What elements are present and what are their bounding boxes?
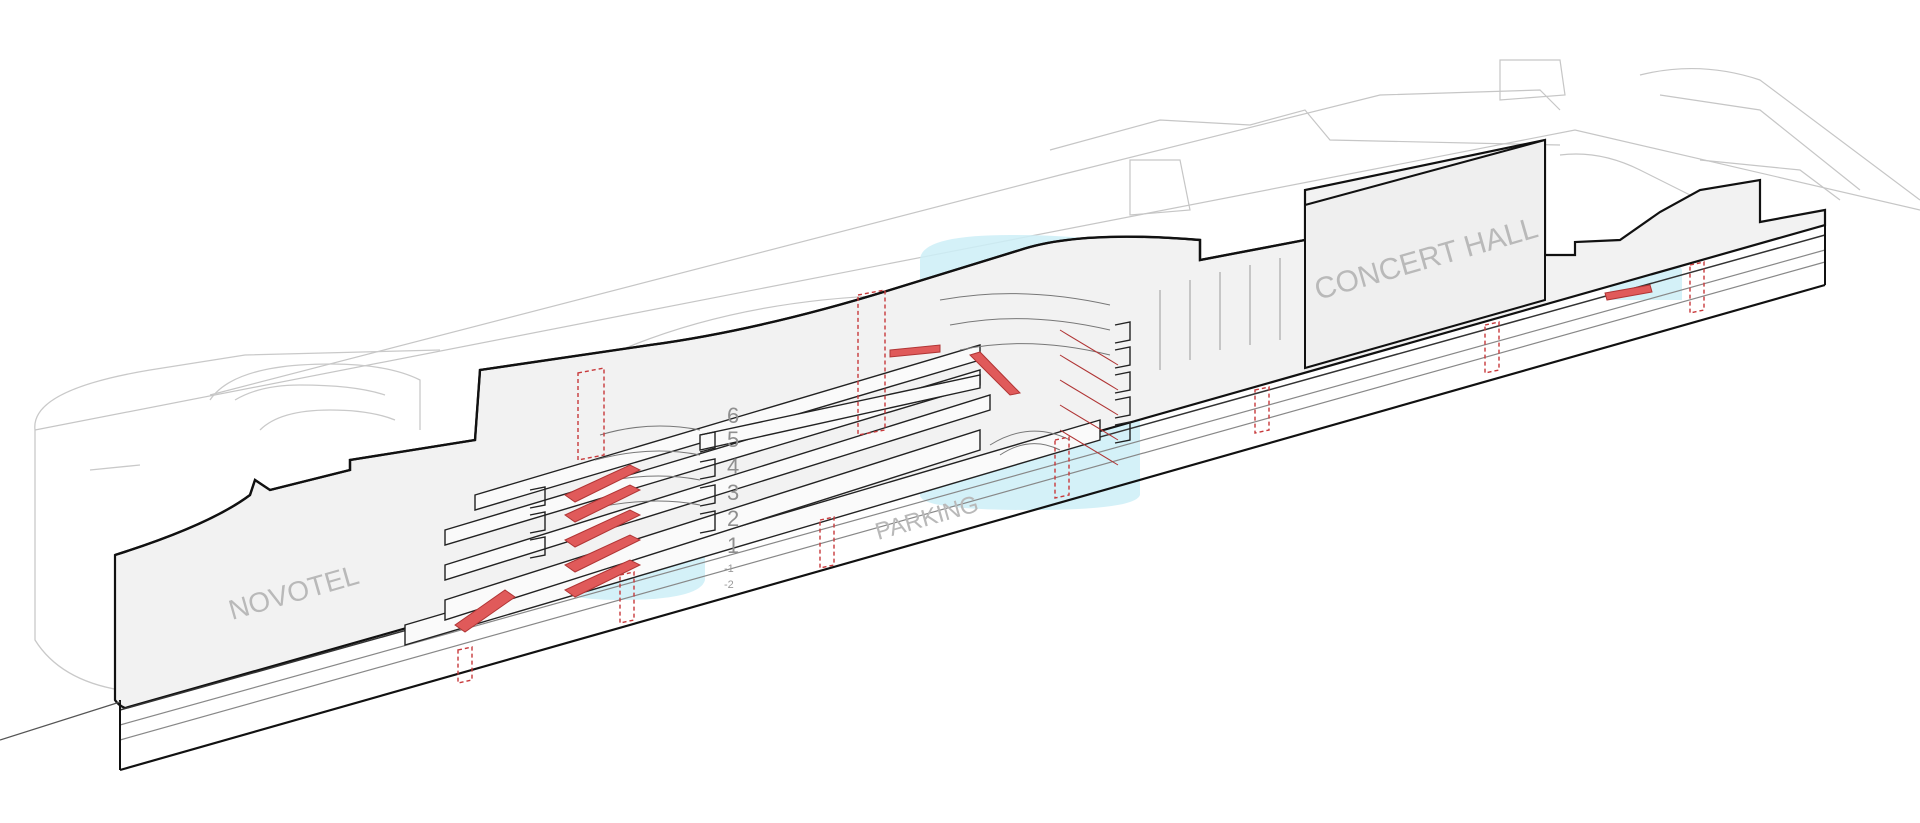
escalators <box>454 284 1653 633</box>
floor-number-minus-2: -2 <box>724 579 734 591</box>
floor-number-1: 1 <box>727 533 739 558</box>
novotel-volume <box>34 349 441 691</box>
roof-outlines <box>34 59 1920 431</box>
floor-number-6: 6 <box>727 403 739 428</box>
floor-numbers: 6 5 4 3 2 1 -1 -2 <box>724 403 739 591</box>
floor-number-5: 5 <box>727 427 739 452</box>
floor-number-4: 4 <box>727 454 739 479</box>
floor-number-minus-1: -1 <box>724 563 734 575</box>
vertical-shafts <box>457 261 1705 684</box>
floor-number-2: 2 <box>727 506 739 531</box>
section-body <box>0 138 1827 772</box>
floor-number-3: 3 <box>727 480 739 505</box>
